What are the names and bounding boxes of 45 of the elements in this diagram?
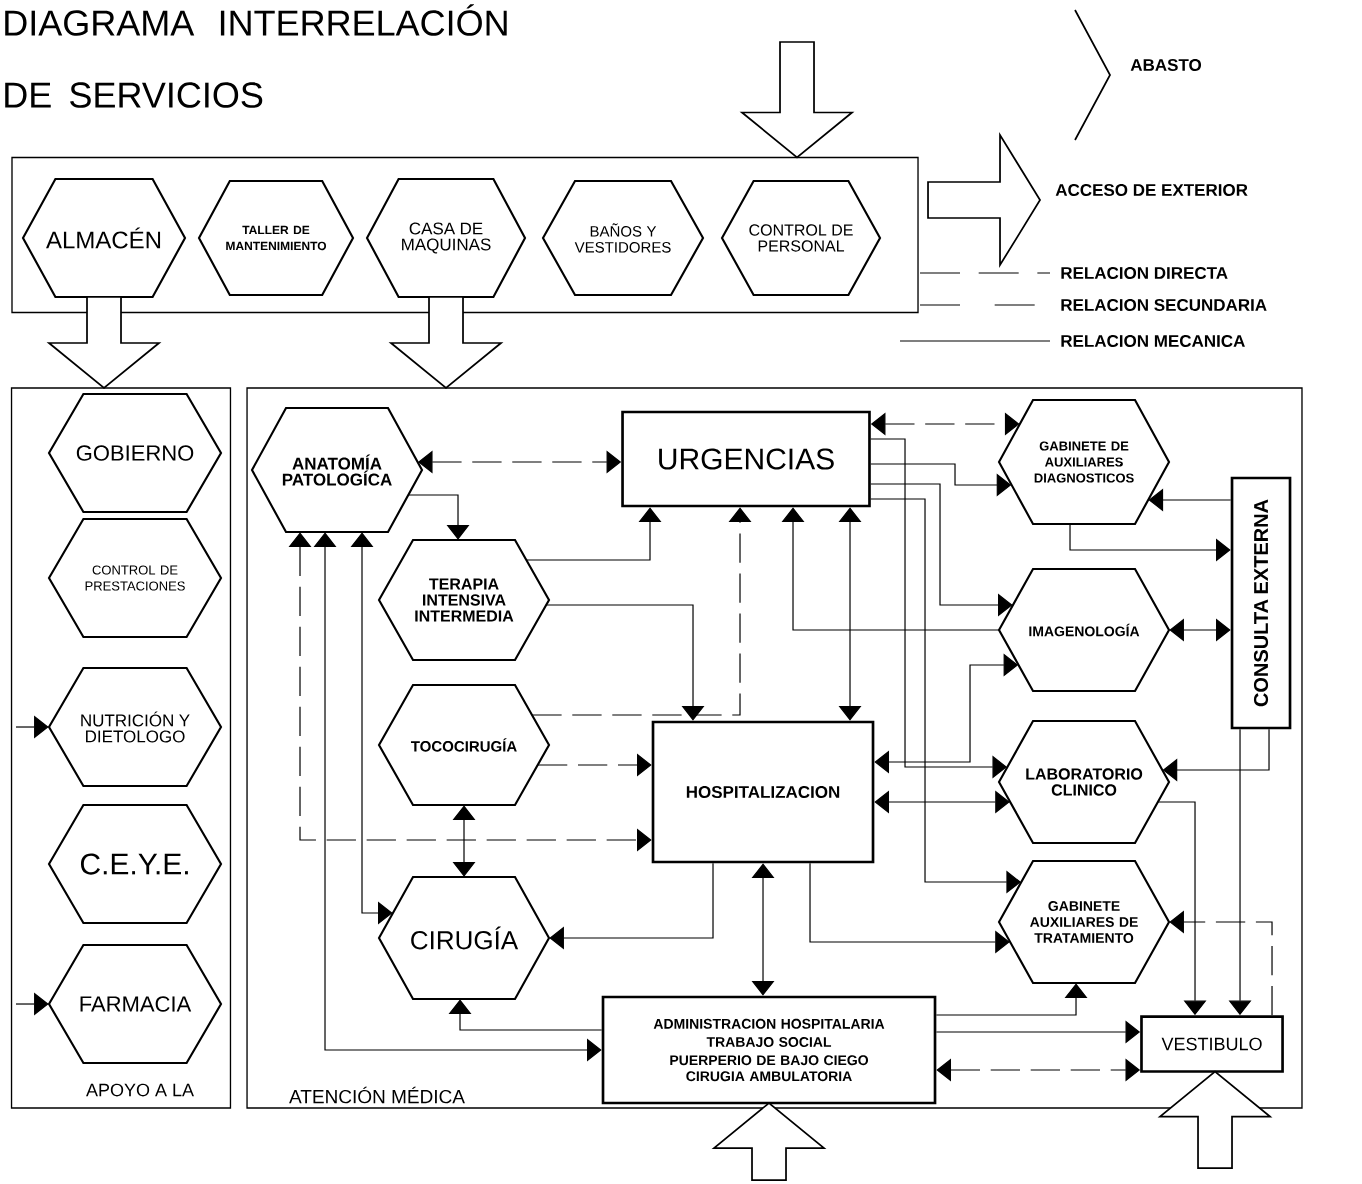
arrow	[781, 507, 1000, 631]
legend-entry: RELACION DIRECTA	[919, 267, 1228, 279]
hexagon-node: GOBIERNO	[47, 392, 223, 514]
arrow	[407, 494, 470, 540]
hexagon-node: GABINETE AUXILIARES DE TRATAMIENTO	[997, 859, 1171, 985]
arrow	[452, 805, 476, 877]
arrow	[1162, 728, 1270, 782]
hollow-arrow	[739, 41, 855, 159]
process-box: URGENCIAS	[621, 410, 871, 508]
arrow	[545, 604, 705, 721]
hexagon-node: C.E.Y.E.	[47, 803, 223, 925]
legend-entry: RELACION SECUNDARIA	[919, 299, 1267, 311]
process-box: ADMINISTRACION HOSPITALARIA TRABAJO SOCIAL PUERPERIO DE BAJO CIEGO CIRUGIA AMBULATORIA	[601, 995, 937, 1105]
hollow-arrow	[388, 296, 504, 390]
arrow	[1169, 618, 1231, 642]
arrow	[448, 999, 603, 1031]
hexagon-node: CONTROL DE PRESTACIONES	[47, 517, 223, 639]
arrow	[838, 507, 862, 721]
hexagon-node: TERAPIA INTENSIVA INTERMEDIA	[377, 538, 551, 662]
process-box: HOSPITALIZACION	[651, 720, 875, 864]
arrow	[874, 790, 1010, 814]
hexagon-node: BAÑOS Y VESTIDORES	[541, 179, 705, 297]
process-box: CONSULTA EXTERNA	[1230, 476, 1292, 730]
hexagon-node: CIRUGÍA	[377, 875, 551, 1001]
hollow-arrow	[711, 1101, 827, 1181]
legend-entry: RELACION MECANICA	[899, 335, 1245, 347]
group-frame	[11, 156, 919, 314]
arrow	[549, 862, 714, 950]
arrow	[751, 863, 775, 996]
title: DIAGRAMA INTERRELACIÓN DE SERVICIOS	[5, 4, 507, 108]
hexagon-node: NUTRICIÓN Y DIETOLOGO	[47, 666, 223, 788]
hexagon-node: CASA DE MAQUINAS	[365, 177, 527, 299]
hexagon-node: ANATOMÍA PATOLOGÍCA	[250, 406, 424, 534]
hollow-arrow	[46, 296, 162, 390]
hexagon-node: LABORATORIO CLINICO	[997, 719, 1171, 845]
hexagon-node: IMAGENOLOGÍA	[997, 567, 1171, 693]
hexagon-node: FARMACIA	[47, 943, 223, 1065]
hexagon-node: TALLER DE MANTENIMIENTO	[197, 179, 355, 297]
hexagon-node: GABINETE DE AUXILIARES DIAGNOSTICOS	[997, 398, 1171, 526]
hexagon-node: CONTROL DE PERSONAL	[720, 179, 882, 297]
hollow-arrow	[1157, 1070, 1273, 1169]
hexagon-node: ALMACÉN	[21, 177, 187, 299]
hexagon-node: TOCOCIRUGÍA	[377, 683, 551, 807]
process-box: VESTIBULO	[1140, 1015, 1284, 1073]
legend-entry: ABASTO	[1074, 9, 1202, 141]
